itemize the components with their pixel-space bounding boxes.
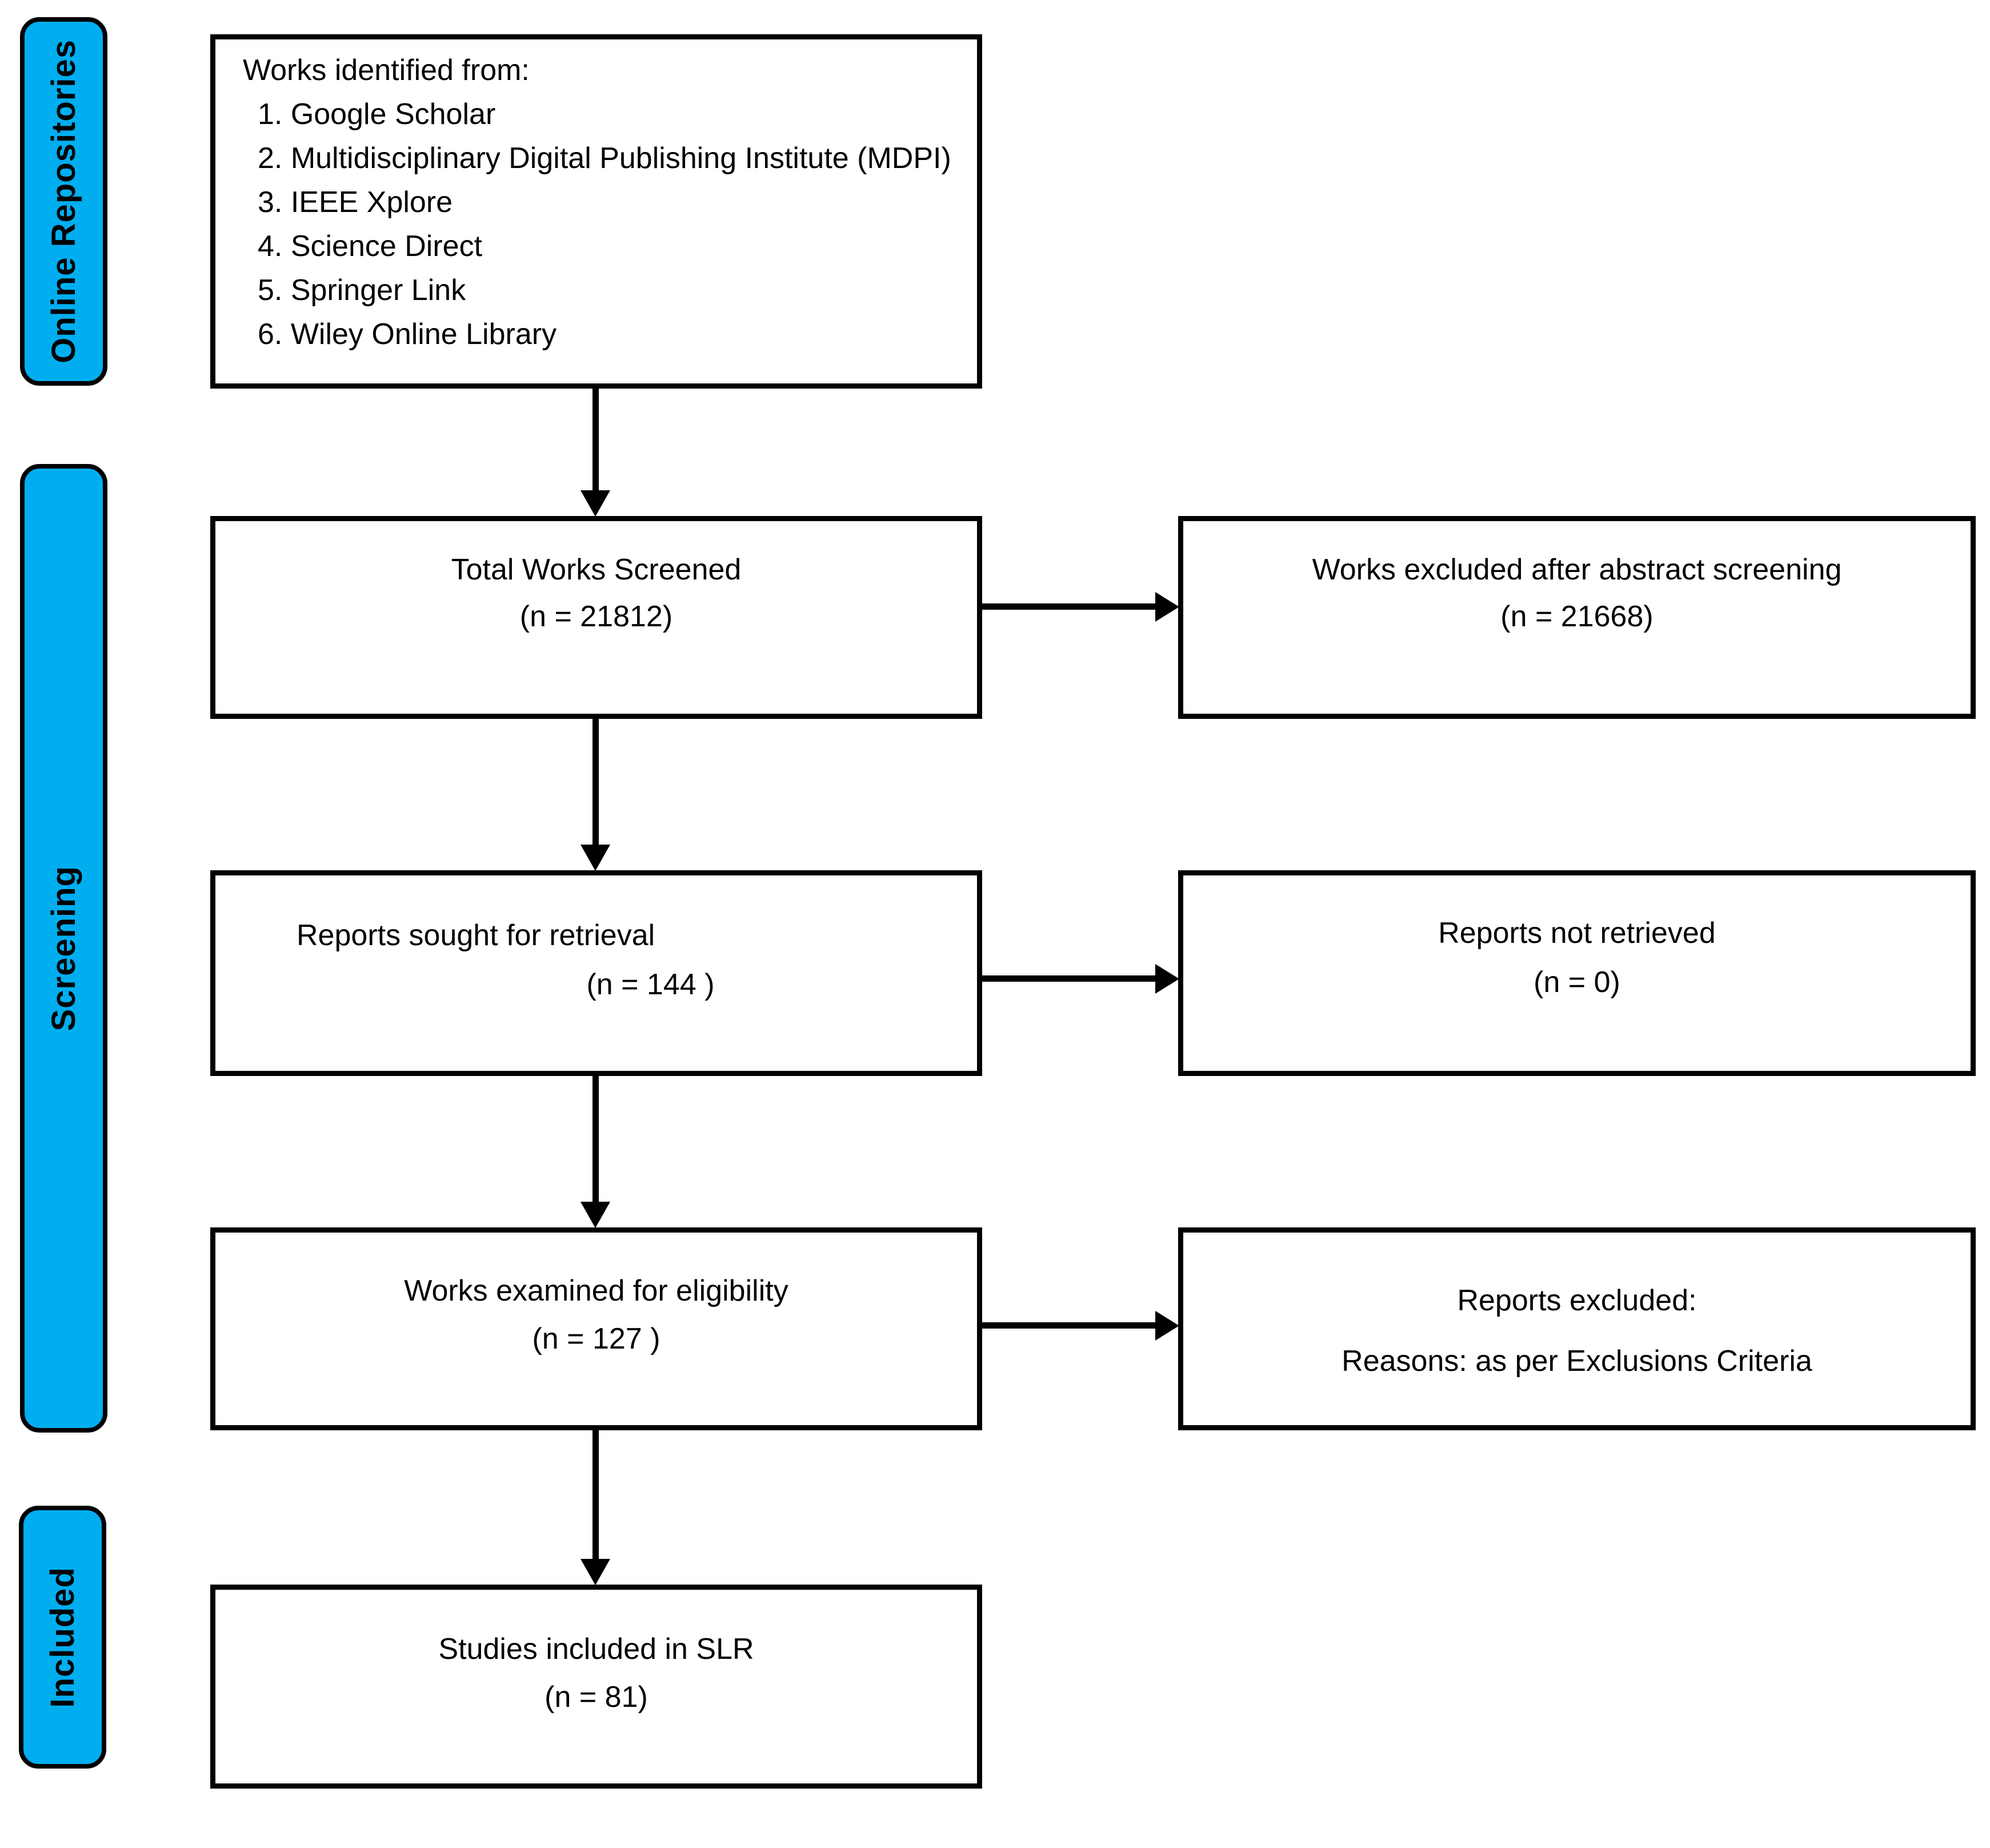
arrowhead-down-icon [580,1559,610,1585]
excluded-abstract-box: Works excluded after abstract screening … [1178,516,1976,719]
arrow-shaft [592,719,599,846]
arrow-shaft [592,1076,599,1203]
excluded-abstract-count: (n = 21668) [1500,600,1653,633]
included-slr-line1: Studies included in SLR [438,1633,754,1666]
arrow-shaft [592,389,599,491]
arrowhead-right-icon [1155,1311,1179,1341]
stage-screening: Screening [20,464,107,1433]
not-retrieved-count: (n = 0) [1533,966,1620,999]
screened-count: (n = 21812) [519,600,673,633]
arrowhead-right-icon [1155,964,1179,994]
repository-list-item: 4. Science Direct [258,230,483,263]
stage-online-repositories: Online Repositories [20,17,107,386]
excluded-reasons-box: Reports excluded: Reasons: as per Exclus… [1178,1227,1976,1430]
stage-included-label: Included [44,1566,81,1708]
excluded-reasons-line2: Reasons: as per Exclusions Criteria [1342,1345,1812,1378]
identification-box: Works identified from: 1. Google Scholar… [210,34,982,389]
arrow-shaft [982,975,1157,982]
examined-count: (n = 127 ) [532,1322,660,1355]
arrow-shaft [982,603,1157,610]
arrowhead-down-icon [580,1202,610,1228]
repository-list-item: 6. Wiley Online Library [258,318,557,351]
arrow-shaft [982,1322,1157,1329]
examined-line1: Works examined for eligibility [404,1274,788,1307]
sought-line1: Reports sought for retrieval [297,919,655,952]
sought-box: Reports sought for retrieval (n = 144 ) [210,870,982,1076]
not-retrieved-line1: Reports not retrieved [1438,917,1716,950]
identification-title: Works identified from: [243,54,530,87]
stage-included: Included [19,1506,106,1769]
stage-screening-label: Screening [45,865,82,1031]
repository-list-item: 2. Multidisciplinary Digital Publishing … [258,142,951,175]
arrowhead-down-icon [580,845,610,871]
repository-list-item: 3. IEEE Xplore [258,186,453,219]
excluded-reasons-line1: Reports excluded: [1457,1284,1697,1317]
arrow-shaft [592,1430,599,1559]
screened-box: Total Works Screened (n = 21812) [210,516,982,719]
arrowhead-right-icon [1155,592,1179,622]
stage-online-repositories-label: Online Repositories [45,39,82,363]
not-retrieved-box: Reports not retrieved (n = 0) [1178,870,1976,1076]
repository-list-item: 5. Springer Link [258,274,466,307]
included-slr-count: (n = 81) [544,1681,648,1714]
repository-list: 1. Google Scholar 2. Multidisciplinary Di… [215,93,977,357]
included-slr-box: Studies included in SLR (n = 81) [210,1585,982,1789]
repository-list-item: 1. Google Scholar [258,98,496,131]
arrowhead-down-icon [580,490,610,517]
examined-box: Works examined for eligibility (n = 127 … [210,1227,982,1430]
excluded-abstract-line1: Works excluded after abstract screening [1312,553,1842,586]
sought-count: (n = 144 ) [586,968,715,1001]
screened-line1: Total Works Screened [451,553,742,586]
